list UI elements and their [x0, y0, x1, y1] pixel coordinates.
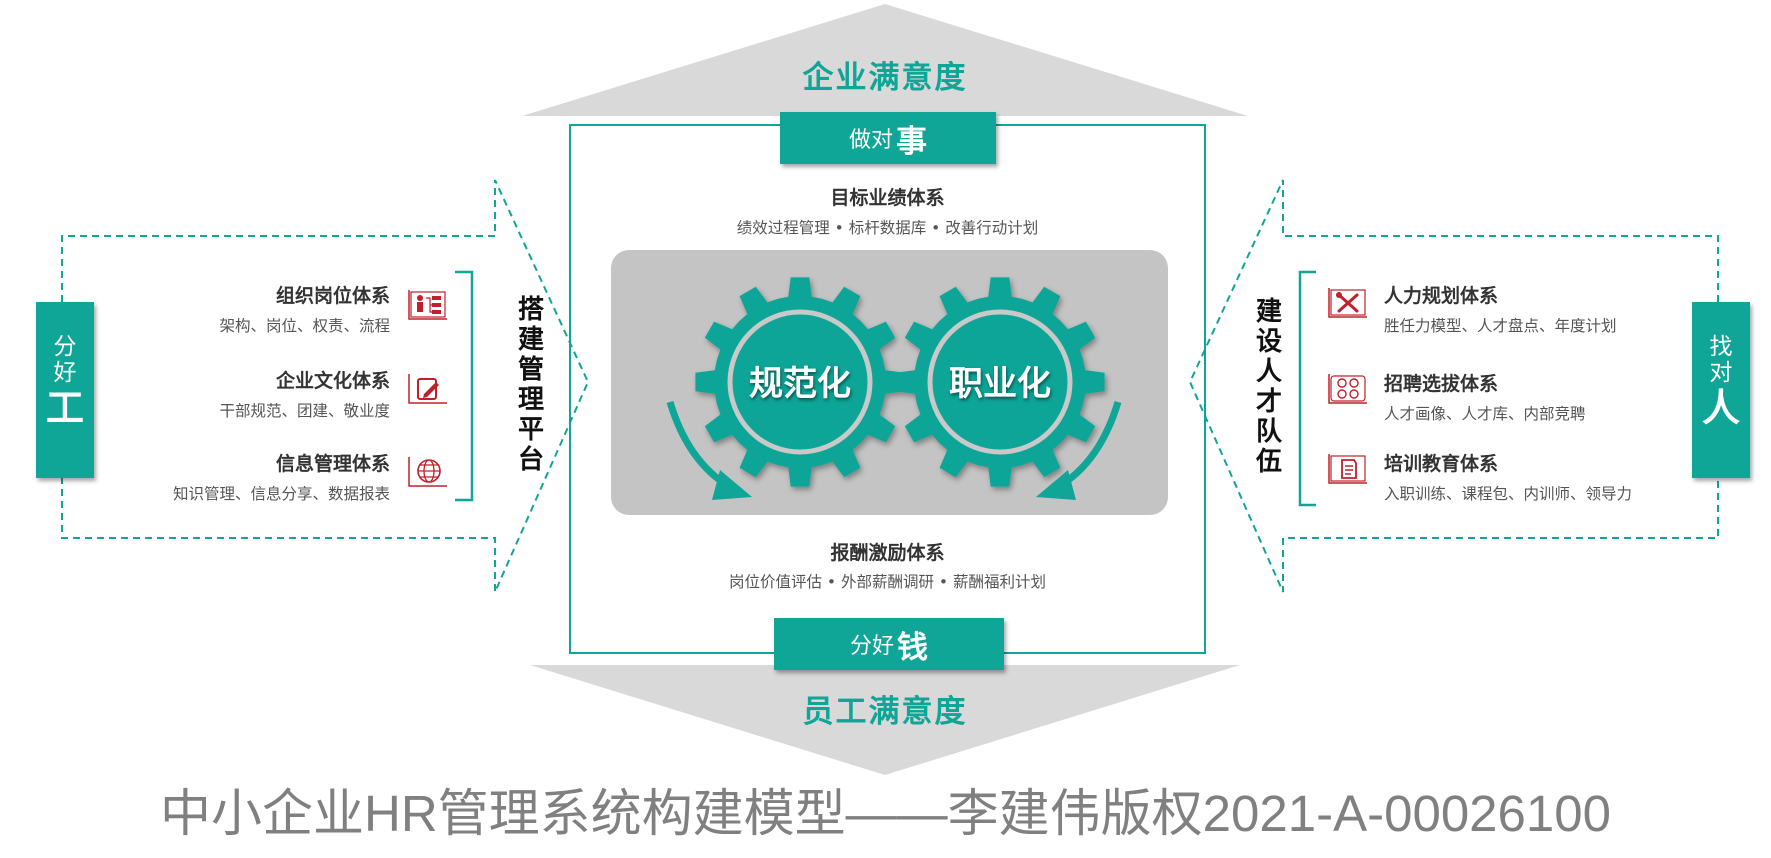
- right-tab-big: 人: [1701, 386, 1740, 430]
- right-side-tab: 找对 人: [1692, 302, 1750, 478]
- center-bottom-system-title: 报酬激励体系: [830, 542, 945, 564]
- right-vertical-label: 建设人才队伍: [1255, 297, 1282, 477]
- left-system-2-title: 企业文化体系: [275, 370, 390, 392]
- bottom-tab: 分好 钱: [774, 618, 1004, 670]
- globe-icon: [408, 457, 447, 487]
- right-bracket: [1298, 270, 1316, 507]
- left-system-2-items: 干部规范、团建、敬业度: [219, 402, 390, 420]
- gear-label-standardization: 规范化: [749, 363, 851, 404]
- right-system-1-title: 人力规划体系: [1384, 285, 1499, 307]
- gears-group: [695, 277, 1105, 487]
- right-system-2-title: 招聘选拔体系: [1384, 373, 1499, 395]
- right-arrow-head: [1036, 470, 1076, 500]
- left-bracket: [455, 270, 474, 502]
- left-dashed-outline: [61, 179, 590, 593]
- left-system-3-items: 知识管理、信息分享、数据报表: [172, 485, 390, 503]
- bottom-tab-big: 钱: [897, 629, 928, 666]
- edit-icon: [408, 374, 447, 404]
- right-system-3-items: 入职训练、课程包、内训师、领导力: [1384, 485, 1633, 503]
- left-side-tab: 分好 工: [36, 302, 94, 478]
- center-top-system-items: 绩效过程管理 • 标杆数据库 • 改善行动计划: [736, 219, 1039, 237]
- bottom-triangle: [530, 665, 1240, 775]
- center-bottom-system-items: 岗位价值评估 • 外部薪酬调研 • 薪酬福利计划: [729, 573, 1046, 591]
- footer-title: 中小企业HR管理系统构建模型——李建伟版权2021-A-00026100: [159, 785, 1611, 842]
- tools-icon: [1328, 288, 1367, 318]
- gear-left-ring: [727, 309, 873, 455]
- right-system-2-items: 人才画像、人才库、内部竞聘: [1384, 405, 1586, 423]
- org-chart-icon: [408, 290, 447, 320]
- left-tab-small: 分好: [53, 334, 77, 386]
- right-system-3-title: 培训教育体系: [1384, 453, 1499, 475]
- left-system-1-title: 组织岗位体系: [275, 285, 390, 307]
- top-tab-big: 事: [896, 123, 927, 160]
- center-top-system-title: 目标业绩体系: [830, 187, 945, 209]
- top-triangle: [522, 4, 1248, 116]
- top-tab: 做对 事: [780, 112, 996, 164]
- left-tab-big: 工: [45, 386, 84, 430]
- top-tab-small: 做对: [848, 128, 893, 153]
- right-dashed-outline: [1188, 179, 1719, 593]
- left-arrow-head: [712, 470, 752, 500]
- gear-label-professionalization: 职业化: [949, 363, 1051, 404]
- bottom-tab-small: 分好: [849, 634, 894, 659]
- document-icon: [1328, 454, 1367, 484]
- left-vertical-label: 搭建管理平台: [517, 295, 544, 475]
- right-tab-small: 找对: [1709, 334, 1733, 386]
- left-system-1-items: 架构、岗位、权责、流程: [219, 317, 390, 335]
- gear-right-ring: [927, 309, 1073, 455]
- right-system-1-items: 胜任力模型、人才盘点、年度计划: [1384, 317, 1617, 335]
- employee-satisfaction-label: 员工满意度: [802, 694, 968, 730]
- people-group-icon: [1328, 374, 1367, 404]
- left-system-3-title: 信息管理体系: [275, 453, 390, 475]
- enterprise-satisfaction-label: 企业满意度: [802, 60, 968, 96]
